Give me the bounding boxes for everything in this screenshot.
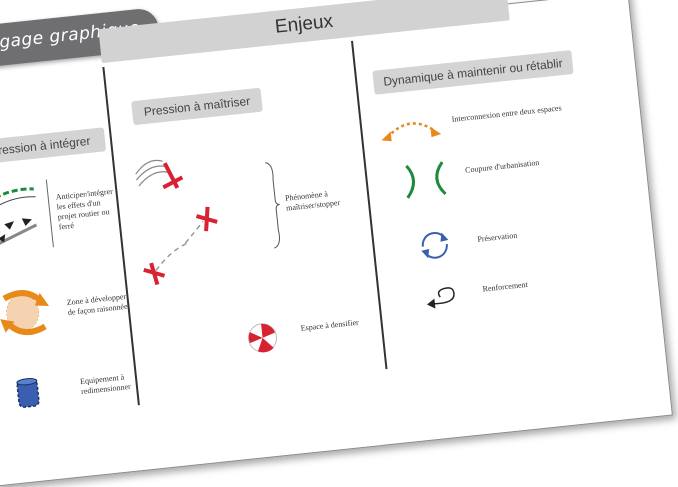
orange-dotted-arrow-icon [381,122,442,142]
red-stop-bars-icon [135,159,218,286]
road-rail-project-icon [0,187,38,250]
column-title-dynamique: Dynamique à maintenir ou rétablir [372,50,574,95]
bracket-icon [265,162,280,249]
label-equipement: Equipement à redimensionner [79,372,132,397]
item-divider [45,179,54,248]
black-spiral-arrow-icon [426,287,455,309]
label-espace-densifier: Espace à densifier [300,317,360,333]
column-title-pression-integrer: Pression à intégrer [0,127,107,165]
orange-arrows-zone-icon [0,290,50,336]
column-title-pression-maitriser: Pression à maîtriser [131,87,263,126]
header-title: Enjeux [273,10,334,38]
blue-cylinder-icon [16,378,40,408]
label-coupure: Coupure d'urbanisation [464,157,540,175]
label-phenomene: Phénomène à maîtriser/stopper [284,189,341,213]
enjeux-header: Enjeux [98,0,510,64]
blue-circular-arrows-icon [421,231,449,259]
label-anticiper: Anticiper/intégrer les effets d'un proje… [55,186,114,232]
red-densify-circle-icon [248,323,278,353]
label-zone-developper: Zone à développer de façon raisonnée [66,291,128,318]
label-renforcement: Renforcement [482,279,529,294]
label-preservation: Préservation [476,230,518,244]
label-interconnexion: Interconnexion entre deux espaces [451,103,563,124]
green-break-icon [405,161,447,199]
